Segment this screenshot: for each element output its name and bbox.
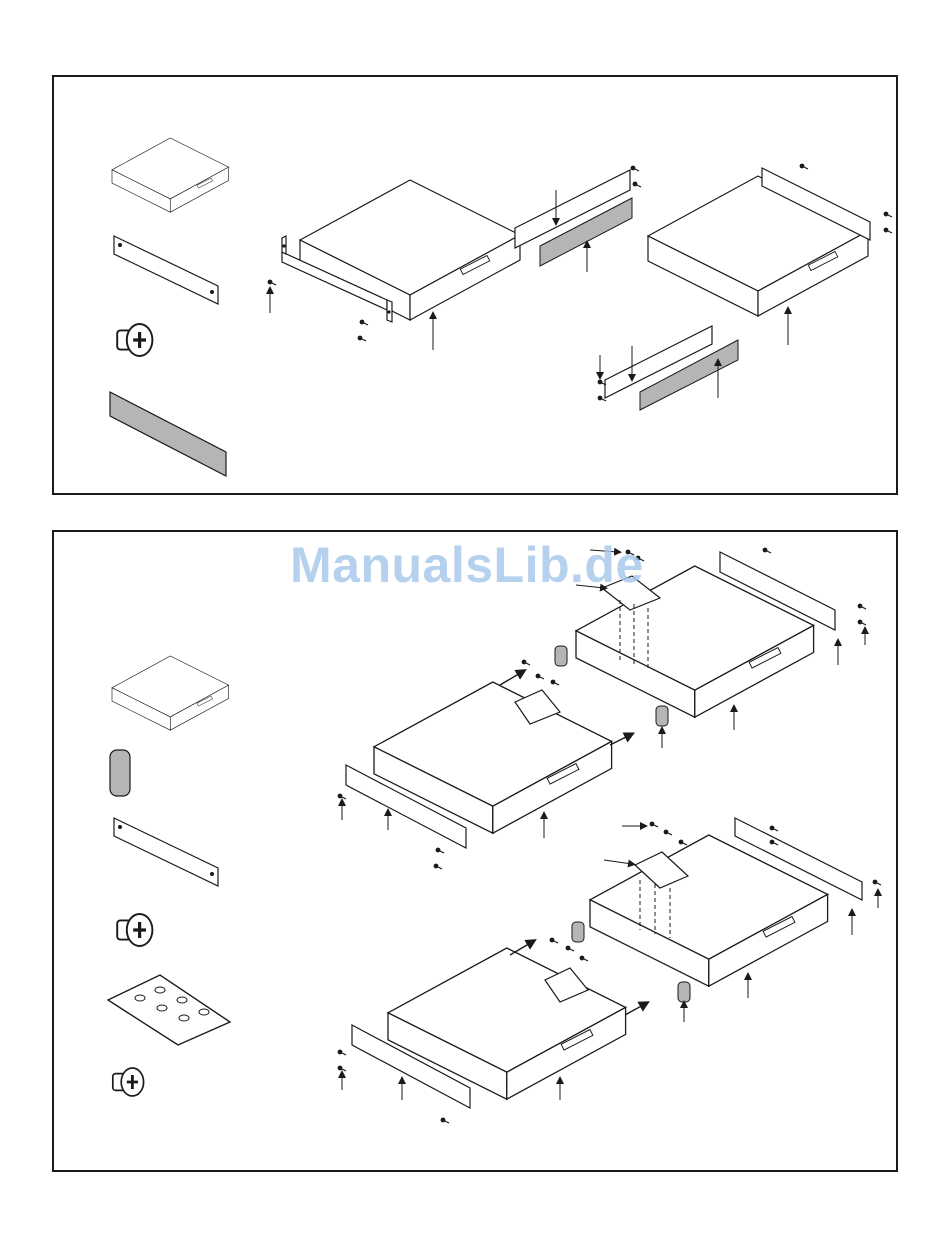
device-assembly-left — [268, 180, 520, 350]
part2-joining-plate — [108, 975, 230, 1045]
watermark-text: ManualsLib.de — [290, 536, 670, 594]
part-device-unit — [112, 138, 229, 212]
device-stack-upper-front — [338, 660, 630, 869]
device-stack-lower-front — [338, 938, 645, 1123]
part-rack-ear — [114, 236, 218, 304]
part2-foot-pad — [110, 750, 130, 796]
device-assembly-right — [598, 164, 892, 410]
part2-rack-ear — [114, 818, 218, 886]
device-stack-lower-rear — [572, 818, 881, 1022]
rack-ear-with-strip-upper — [515, 166, 641, 272]
part-screw — [117, 324, 152, 356]
part2-screw — [117, 914, 152, 946]
part-blank-strip — [110, 392, 226, 476]
part2-device-unit — [112, 656, 229, 730]
part2-countersunk-screw — [113, 1068, 144, 1096]
